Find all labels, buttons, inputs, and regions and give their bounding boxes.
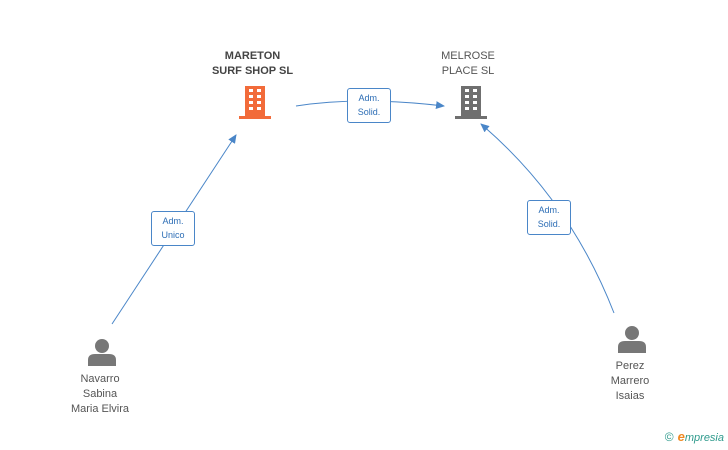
relation-label-mareton-melrose: Adm. Solid. xyxy=(347,88,391,123)
empresia-logo: ©empresia xyxy=(665,429,724,444)
company-name-line: SURF SHOP SL xyxy=(211,65,294,77)
company-label-melrose[interactable]: MELROSE PLACE SL xyxy=(420,49,516,79)
company-name-line: MELROSE xyxy=(441,50,495,62)
person-name-line: Sabina xyxy=(82,388,118,400)
person-icon xyxy=(88,339,116,366)
company-name-line: MARETON xyxy=(224,50,281,62)
relation-line: Solid. xyxy=(537,219,561,229)
building-icon xyxy=(455,86,487,119)
relation-line: Unico xyxy=(161,230,185,240)
person-name-line: Navarro xyxy=(80,373,120,385)
company-label-mareton[interactable]: MARETON SURF SHOP SL xyxy=(200,49,305,79)
brand-initial: e xyxy=(677,429,685,444)
relation-line: Adm. xyxy=(358,93,380,103)
relation-label-perez-melrose: Adm. Solid. xyxy=(527,200,571,235)
person-name-line: Isaias xyxy=(615,390,645,402)
person-name-line: Marrero xyxy=(610,375,650,387)
relation-line: Adm. xyxy=(162,216,184,226)
relation-label-navarro-mareton: Adm. Unico xyxy=(151,211,195,246)
brand-name: mpresia xyxy=(684,432,724,444)
person-icon xyxy=(618,326,646,353)
relation-line: Adm. xyxy=(538,205,560,215)
person-name-line: Perez xyxy=(615,360,645,372)
copyright-symbol: © xyxy=(664,430,674,444)
person-name-line: Maria Elvira xyxy=(70,403,130,415)
person-label-navarro[interactable]: Navarro Sabina Maria Elvira xyxy=(58,372,142,417)
building-icon xyxy=(239,86,271,119)
person-label-perez[interactable]: Perez Marrero Isaias xyxy=(592,359,668,404)
company-name-line: PLACE SL xyxy=(441,65,495,77)
relation-line: Solid. xyxy=(357,107,381,117)
